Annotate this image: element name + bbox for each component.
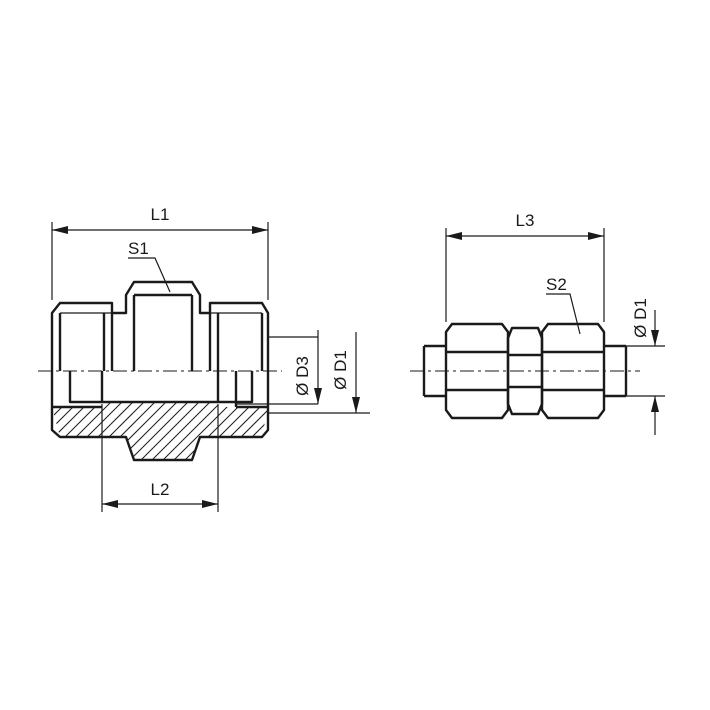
label-D3: Ø D3 xyxy=(293,356,312,396)
hatch-line xyxy=(251,402,268,460)
dimension-D3: Ø D3 xyxy=(236,330,322,405)
label-L1: L1 xyxy=(151,205,170,224)
dimension-D1-left: Ø D1 xyxy=(268,332,370,414)
label-S1: S1 xyxy=(128,239,149,258)
label-D1-right: Ø D1 xyxy=(631,298,650,338)
hatch-line xyxy=(262,402,268,460)
hatch-line xyxy=(362,390,442,470)
hatch-line xyxy=(0,390,13,470)
hatch-line xyxy=(351,390,431,470)
hatch-line xyxy=(285,390,365,470)
hatch-line xyxy=(384,390,464,470)
left-outline-lower xyxy=(50,371,270,462)
hatch-line xyxy=(373,390,453,470)
hatch-line xyxy=(395,390,475,470)
hatch-line xyxy=(52,402,80,460)
hatch-line xyxy=(274,390,354,470)
nut-right xyxy=(540,322,606,420)
hatch-line xyxy=(296,390,376,470)
hatch-line xyxy=(52,402,69,460)
hatch-line xyxy=(307,390,387,470)
bore-left xyxy=(68,371,104,404)
dimension-L3: L3 xyxy=(445,211,605,322)
dimension-L2: L2 xyxy=(101,404,219,512)
left-outline-upper xyxy=(50,280,270,371)
hatch-line xyxy=(141,402,223,460)
dimension-D1-right: Ø D1 xyxy=(626,298,665,435)
right-union-view xyxy=(410,322,640,420)
label-L3: L3 xyxy=(516,211,535,230)
hatch-line xyxy=(52,402,58,460)
hatch-line xyxy=(340,390,420,470)
label-D1-left: Ø D1 xyxy=(331,350,350,390)
label-S2: S2 xyxy=(546,275,567,294)
hatch-line xyxy=(0,390,46,470)
hatch-line xyxy=(0,390,24,470)
nut-left xyxy=(444,322,510,420)
hatch-line xyxy=(329,390,409,470)
hatch-line xyxy=(0,390,2,470)
label-L2: L2 xyxy=(151,480,170,499)
leader-S2: S2 xyxy=(546,275,581,335)
dimension-L1: L1 xyxy=(51,205,269,300)
left-connector-view xyxy=(0,280,475,470)
hatch-line xyxy=(130,402,212,460)
hatch-line xyxy=(0,390,35,470)
leader-S1: S1 xyxy=(128,239,171,293)
